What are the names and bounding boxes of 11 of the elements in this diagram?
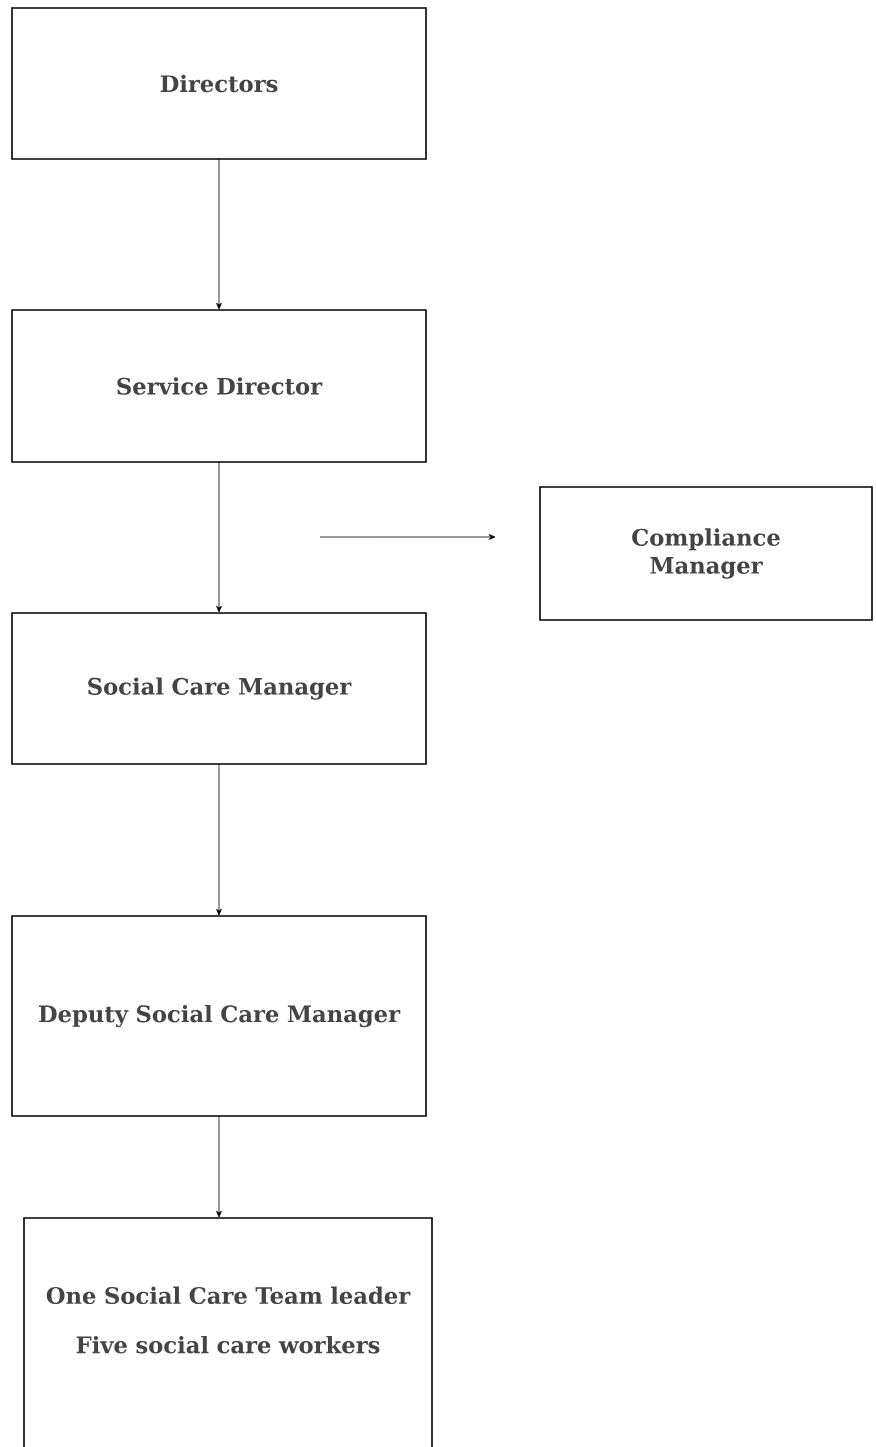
arrow [216,763,222,916]
box: Compliance Manager [539,486,873,621]
box: Deputy Social Care Manager [11,915,427,1117]
arrow [216,158,222,310]
arrow [319,534,496,540]
box: Social Care Manager [11,612,427,765]
box: One Social Care Team leader Five social care workers [23,1217,433,1447]
box: Directors [11,7,427,160]
box: Service Director [11,309,427,463]
arrow [216,1115,222,1218]
arrow [216,461,222,613]
